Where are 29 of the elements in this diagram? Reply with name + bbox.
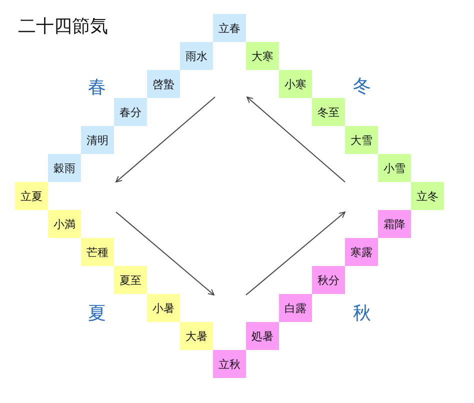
season-label: 秋 (352, 302, 372, 325)
season-label: 冬 (352, 75, 372, 98)
term-box: 白露 (279, 294, 312, 322)
term-box: 立夏 (15, 182, 48, 210)
term-box: 立春 (213, 14, 246, 42)
term-box: 冬至 (312, 98, 345, 126)
season-label: 春 (87, 76, 107, 99)
term-box: 芒種 (81, 238, 114, 266)
term-box: 寒露 (345, 238, 378, 266)
term-box: 小雪 (378, 154, 411, 182)
term-box: 小暑 (147, 294, 180, 322)
term-box: 夏至 (114, 266, 147, 294)
term-box: 清明 (81, 126, 114, 154)
term-box: 処暑 (246, 322, 279, 350)
term-box: 雨水 (180, 42, 213, 70)
season-label: 夏 (87, 302, 107, 325)
term-box: 春分 (114, 98, 147, 126)
term-box: 穀雨 (48, 154, 81, 182)
term-box: 小寒 (279, 70, 312, 98)
term-box: 小満 (48, 210, 81, 238)
term-box: 霜降 (378, 210, 411, 238)
term-box: 大雪 (345, 126, 378, 154)
term-box: 大寒 (246, 42, 279, 70)
title: 二十四節気 (18, 15, 108, 38)
term-box: 大暑 (180, 322, 213, 350)
term-box: 啓蟄 (147, 70, 180, 98)
term-box: 秋分 (312, 266, 345, 294)
term-box: 立冬 (411, 182, 444, 210)
term-box: 立秋 (213, 350, 246, 378)
